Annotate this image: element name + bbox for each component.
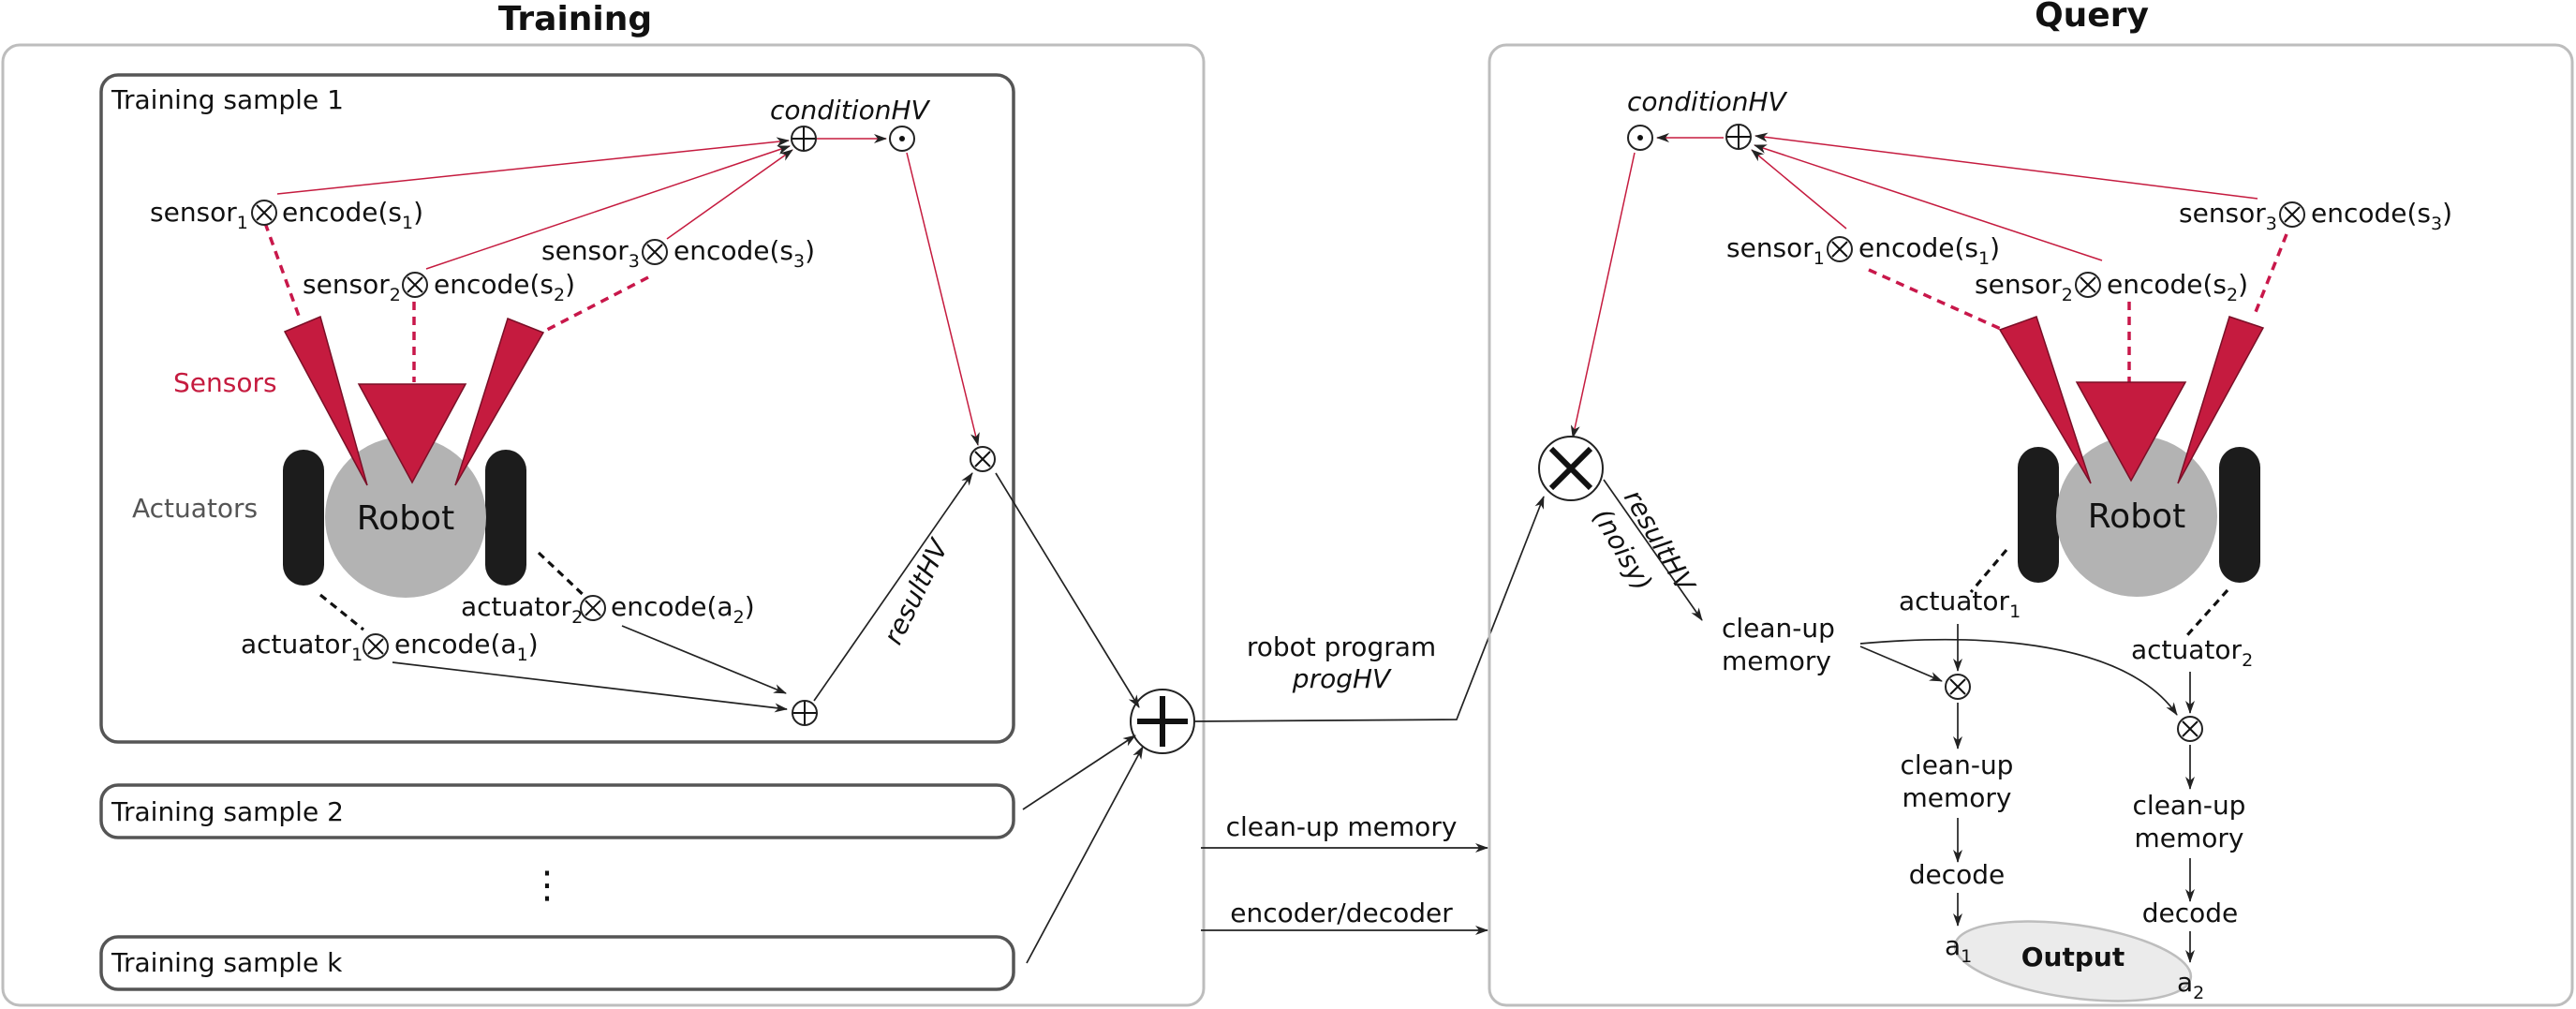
output-ellipse [1953,920,2193,1002]
query-encode-s1: encode(s1) [1858,232,2000,269]
training-condition-hv-label: conditionHV [770,95,931,126]
training-sensor-3-label: sensor3 [541,235,640,272]
training-robot: Robot [283,315,545,598]
training-sensor-3-cone [454,318,545,486]
program-bundle-op [1130,689,1195,754]
training-sensor-1-cone [283,315,368,486]
prog-hv-label: progHV [1292,663,1392,694]
training-actuator-bundle-op [792,700,818,726]
query-title: Query [2035,0,2149,35]
query-a2-cleanup-line1: clean-up [2133,790,2246,821]
query-a2-decode: decode [2142,898,2239,928]
output-label: Output [2021,942,2124,972]
robot-program-label: robot program [1247,631,1436,662]
query-panel [1488,43,2574,1007]
query-actuator-2-bind-op [2177,716,2203,742]
training-encode-s1: encode(s1) [282,197,423,233]
query-bind-op-s3 [2279,201,2305,228]
query-robot-label: Robot [2088,497,2185,536]
query-encode-s3: encode(s3) [2311,198,2452,234]
cleanup-memory-transfer-label: clean-up memory [1226,811,1458,842]
training-sample-1-label: Training sample 1 [111,84,344,115]
training-result-hv-label: resultHV [878,533,955,649]
output-a1: a1 [1945,930,1972,967]
query-a1-decode: decode [1909,859,2006,890]
training-robot-label: Robot [357,499,454,538]
bind-op-s3 [642,239,668,265]
encoder-decoder-transfer-label: encoder/decoder [1230,898,1453,928]
sensors-label: Sensors [173,367,277,398]
query-actuator-2-label: actuator2 [2131,634,2253,671]
query-sensor-3-label: sensor3 [2179,198,2277,234]
query-sensor-2-cone [2075,381,2187,482]
training-actuator-2-label: actuator2 [461,591,583,628]
query-result-bind-op [1538,436,1604,501]
training-encode-s2: encode(s2) [434,269,575,305]
query-robot: Robot [1998,316,2265,597]
training-ellipsis: ⋮ [528,864,566,907]
actuators-label: Actuators [132,493,258,524]
query-encode-s2: encode(s2) [2107,269,2248,305]
training-title: Training [498,0,652,38]
training-sample-k-label: Training sample k [111,947,343,978]
training-sensor-1-label: sensor1 [150,197,248,233]
query-bind-op-s2 [2075,272,2101,298]
bind-op-s1 [251,200,277,226]
training-sensor-2-label: sensor2 [303,269,401,305]
training-actuator-1-label: actuator1 [241,629,363,665]
training-left-wheel [283,450,324,586]
bind-op-s2 [402,272,428,298]
query-robot-body [2056,436,2217,597]
query-actuator-1-bind-op [1945,674,1971,700]
query-cleanup-memory-1-line2: memory [1722,645,1831,676]
training-right-wheel [485,450,526,586]
training-panel [1,43,1206,1007]
query-a1-cleanup-line2: memory [1902,782,2012,813]
query-condition-permute-op [1627,125,1653,151]
training-encode-a1: encode(a1) [394,629,539,665]
query-left-wheel [2018,447,2059,583]
query-cleanup-memory-1-line1: clean-up [1722,613,1835,644]
training-sample-k-box [99,935,1015,991]
training-sensor-2-cone [357,383,467,484]
training-encode-a2: encode(a2) [611,591,755,628]
bind-op-a2 [580,595,606,621]
training-encode-s3: encode(s3) [674,235,815,272]
output-a2: a2 [2177,967,2204,1003]
bind-op-a1 [363,633,389,660]
query-sensor-1-label: sensor1 [1726,232,1825,269]
query-bind-op-s1 [1827,236,1853,262]
query-actuator-1-label: actuator1 [1899,586,2021,622]
training-sample-2-label: Training sample 2 [111,796,344,827]
query-condition-hv-label: conditionHV [1627,86,1788,117]
training-sample-2-box [99,783,1015,839]
query-a2-cleanup-line2: memory [2135,823,2244,853]
training-condition-permute-op [889,126,915,152]
query-right-wheel [2219,447,2260,583]
training-result-bind-op [970,446,996,472]
query-sensor-1-cone [1998,316,2092,484]
query-condition-bundle-op [1725,124,1752,150]
training-condition-bundle-op [791,126,817,152]
query-a1-cleanup-line1: clean-up [1901,749,2014,780]
training-sample-1-box [99,73,1015,744]
query-sensor-2-label: sensor2 [1975,269,2073,305]
query-sensor-3-cone [2177,316,2265,484]
